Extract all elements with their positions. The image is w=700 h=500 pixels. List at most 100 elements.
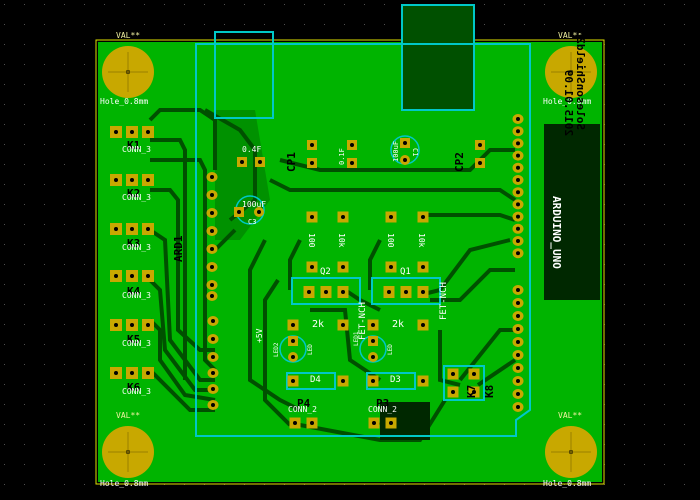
- pad-drill: [350, 161, 354, 165]
- pad-drill: [389, 421, 393, 425]
- plus5v-label: +5V: [255, 328, 264, 343]
- pad-drill: [516, 153, 520, 158]
- pad-drill: [130, 130, 134, 134]
- q2-gate-resistor-label: 100: [307, 233, 316, 248]
- pad-drill: [146, 274, 150, 278]
- pcb-date-label: 2015.01.09: [562, 69, 575, 136]
- pad-drill: [516, 251, 520, 256]
- pad-drill: [114, 227, 118, 231]
- pad-drill: [516, 405, 520, 409]
- cp2-label: CP2: [453, 152, 466, 172]
- k-conn-sub-label: CONN_3: [122, 243, 151, 252]
- mounting-hole: [102, 426, 154, 478]
- hole-name-label: Hole_0.8mm: [100, 479, 149, 488]
- q2-type-label: FET-NCH: [358, 302, 368, 340]
- ground-island: [215, 110, 270, 240]
- c2-value-label: 0.1F: [338, 148, 346, 165]
- k-conn-sub-label: CONN_3: [122, 387, 151, 396]
- d4-outline: [286, 372, 336, 390]
- track: [430, 268, 515, 302]
- arduino-outline: [195, 43, 531, 437]
- pad-drill: [114, 323, 118, 327]
- pad-drill: [293, 421, 297, 425]
- q1-led-resistor-label: 2k: [392, 319, 405, 330]
- pad-drill: [516, 226, 520, 231]
- pad-drill: [237, 210, 241, 214]
- track: [368, 239, 382, 290]
- track: [148, 368, 215, 412]
- usb-outline: [401, 4, 475, 111]
- pad-drill: [291, 339, 295, 343]
- c1-ref-label: C1: [411, 148, 419, 157]
- track: [438, 330, 461, 387]
- k8-label: K8: [483, 384, 496, 398]
- k4-label: K4: [127, 285, 141, 298]
- pad-drill: [310, 161, 314, 165]
- pad-drill: [404, 290, 408, 294]
- pad-drill: [516, 353, 520, 357]
- pad-drill: [291, 323, 295, 327]
- k-conn-sub-label: CONN_3: [122, 193, 151, 202]
- hole-name-label: Hole_0.8mm: [543, 97, 592, 106]
- track: [310, 308, 382, 382]
- pad-drill: [516, 340, 520, 344]
- track: [204, 108, 257, 222]
- pad-drill: [341, 265, 345, 269]
- q2-ref-label: Q2: [320, 267, 331, 277]
- pad-drill: [307, 290, 311, 294]
- pad-drill: [341, 379, 345, 383]
- ard-name-label: ARDUINO_UNO: [550, 196, 563, 269]
- track: [150, 188, 215, 352]
- c3-value-label: 100uF: [242, 200, 267, 209]
- pad-drill: [472, 390, 476, 394]
- pad-drill: [291, 379, 295, 383]
- q2-outline: [291, 277, 361, 305]
- track: [420, 213, 516, 222]
- pad-drill: [421, 265, 425, 269]
- pad-drill: [516, 202, 520, 207]
- k3-label: K3: [127, 237, 141, 250]
- hole-name-label: Hole_0.8mm: [543, 479, 592, 488]
- pad-drill: [211, 403, 215, 407]
- track: [419, 238, 511, 297]
- pad-drill: [451, 372, 455, 376]
- pad-drill: [403, 158, 407, 162]
- pad-drill: [516, 165, 520, 170]
- k2-label: K2: [127, 187, 141, 200]
- track: [148, 278, 215, 392]
- p4-label: P4: [297, 397, 311, 410]
- p3-label: P3: [376, 397, 390, 410]
- d3-outline: [366, 372, 416, 390]
- pad-drill: [310, 215, 314, 219]
- q1-type-label: FET-NCH: [439, 282, 449, 320]
- track: [150, 158, 217, 372]
- led1-type-label: LED: [387, 344, 394, 355]
- k6-label: K6: [127, 381, 141, 394]
- pad-drill: [130, 227, 134, 231]
- pad-drill: [210, 283, 214, 287]
- q1-gate-resistor-label: 100: [386, 233, 395, 248]
- usb-shield: [403, 6, 475, 110]
- pad-drill: [371, 355, 375, 359]
- track: [288, 239, 302, 290]
- led1-ref-label: LED1: [353, 331, 360, 346]
- pad-drill: [211, 387, 215, 391]
- pad-drill: [516, 392, 520, 396]
- pad-drill: [350, 143, 354, 147]
- pad-drill: [341, 290, 345, 294]
- pad-drill: [372, 421, 376, 425]
- pad-drill: [146, 227, 150, 231]
- p-conn-sub-label: CONN_2: [288, 405, 317, 414]
- pad-drill: [258, 160, 262, 164]
- pad-drill: [146, 371, 150, 375]
- cp1-label: CP1: [285, 152, 298, 172]
- track: [248, 239, 301, 412]
- pad-drill: [516, 301, 520, 305]
- pad-drill: [516, 288, 520, 292]
- track: [150, 138, 187, 380]
- pad-drill: [210, 247, 214, 251]
- pad-drill: [371, 339, 375, 343]
- track: [458, 328, 515, 382]
- pad-drill: [210, 265, 214, 269]
